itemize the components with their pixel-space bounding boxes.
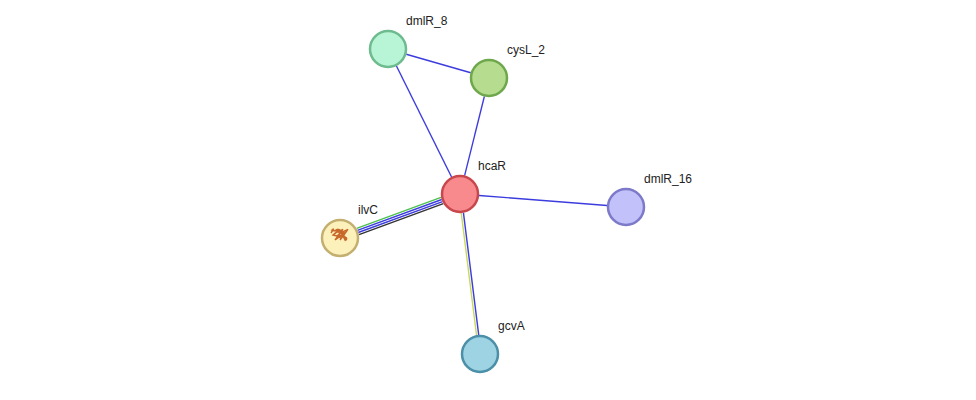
interaction-edge	[406, 54, 470, 73]
node-label: gcvA	[498, 319, 525, 333]
node-label: dmlR_8	[406, 14, 447, 28]
node-circle	[607, 188, 645, 226]
node-label: dmlR_16	[644, 172, 692, 186]
evidence-line	[358, 202, 442, 233]
evidence-line	[357, 197, 441, 228]
interaction-edge	[396, 66, 451, 177]
node-label: cysL_2	[507, 43, 545, 57]
node-circle	[461, 335, 499, 373]
protein-structure	[331, 229, 348, 240]
node-circle	[321, 219, 359, 257]
protein-node: dmlR_16	[607, 188, 645, 226]
node-circle	[470, 59, 508, 97]
evidence-line	[461, 213, 476, 335]
node-label: hcaR	[478, 159, 506, 173]
protein-node: gcvA	[461, 335, 499, 373]
protein-node: dmlR_8	[369, 30, 407, 68]
protein-node: ilvC	[321, 219, 359, 257]
evidence-line	[463, 213, 478, 335]
interaction-edge	[357, 197, 444, 234]
interaction-edge	[461, 213, 478, 336]
evidence-line	[359, 204, 443, 235]
interaction-edge	[479, 195, 607, 205]
node-circle	[369, 30, 407, 68]
protein-node: cysL_2	[470, 59, 508, 97]
node-circle	[441, 175, 479, 213]
evidence-line	[396, 66, 451, 177]
evidence-line	[357, 200, 441, 231]
evidence-line	[406, 54, 470, 73]
protein-node: hcaR	[441, 175, 479, 213]
evidence-line	[479, 195, 607, 205]
node-label: ilvC	[358, 203, 378, 217]
